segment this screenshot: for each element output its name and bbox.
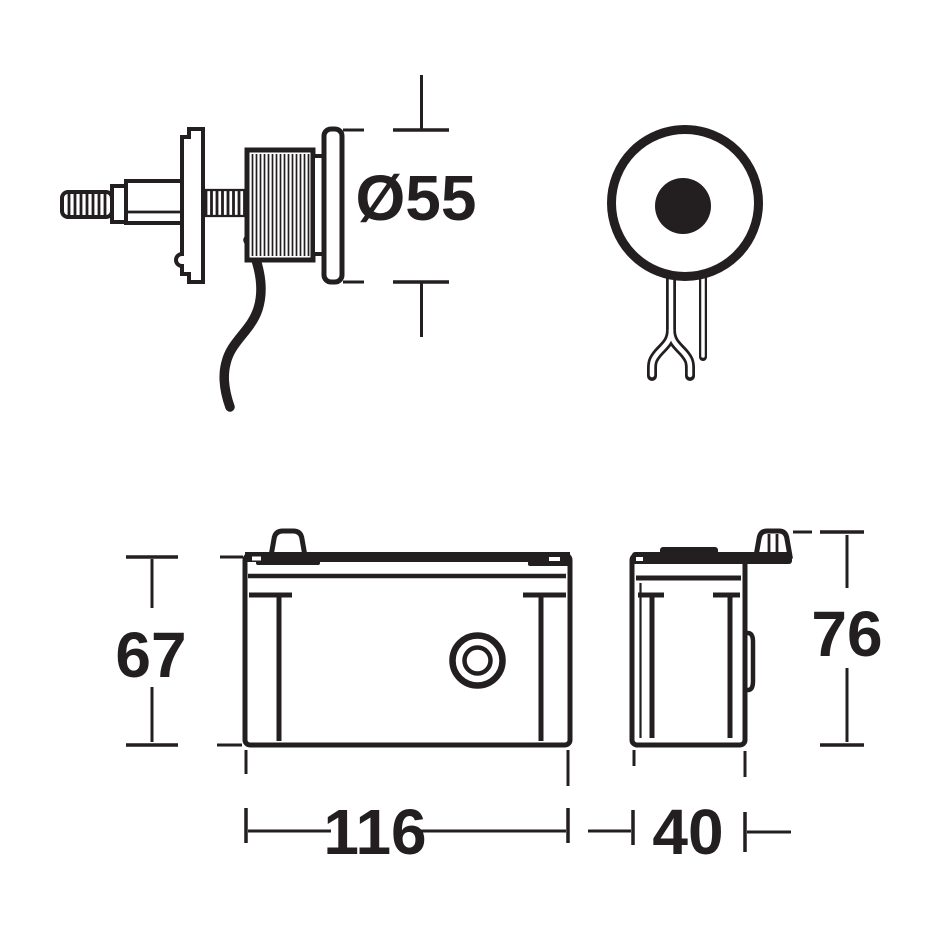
tab-foot [256, 552, 320, 565]
lid-band [245, 552, 570, 562]
front-view-control-box [242, 528, 573, 748]
dimension-line-stubs [588, 829, 791, 834]
dimension-ticks [244, 808, 570, 843]
bezel-flange [321, 126, 345, 285]
dimension-label-width: 116 [323, 796, 426, 868]
button-center-dot [655, 178, 711, 234]
lid-raised-center [660, 547, 718, 555]
mounting-tab [268, 528, 308, 559]
shaft-threads [204, 190, 246, 216]
dimension-box-depth: 40 [588, 750, 791, 868]
dimension-ticks [820, 530, 864, 747]
lid-slot [636, 557, 643, 561]
knurling [251, 154, 310, 256]
front-view-push-button [607, 125, 763, 381]
dimension-box-height: 67 [115, 555, 243, 747]
port-inner-circle [462, 645, 493, 676]
mounting-tab-side [753, 528, 793, 559]
dimension-bezel-diameter: Ø55 [343, 75, 476, 337]
dimension-overall-height: 76 [793, 530, 883, 747]
dimension-ticks [126, 555, 178, 747]
box-outline [242, 552, 573, 748]
hex-collar [110, 184, 128, 224]
side-view-push-button [60, 126, 345, 412]
dimension-label-diameter: Ø55 [356, 162, 477, 234]
dimension-label-overall-height: 76 [811, 598, 882, 670]
threaded-rod-threads [67, 194, 107, 215]
extension-lines [632, 750, 747, 777]
dimension-label-depth: 40 [652, 796, 723, 868]
dimension-box-width: 116 [244, 750, 570, 868]
lid-slot-right [549, 557, 560, 561]
inner-ribs-side [649, 597, 733, 738]
side-view-control-box [629, 528, 793, 748]
dimension-label-height: 67 [115, 619, 186, 691]
cable [219, 235, 266, 412]
inner-ribs [276, 597, 544, 741]
extension-lines [343, 128, 364, 284]
hex-body [124, 179, 185, 225]
extension-lines [244, 750, 570, 786]
mounting-tab-ribs [767, 534, 779, 553]
lid-slot-left [252, 556, 261, 561]
side-clip-bump [744, 630, 756, 693]
fork-tube-bore [668, 327, 693, 378]
mounting-plate [174, 127, 205, 284]
dimension-ticks [631, 810, 747, 852]
extension-lines [217, 555, 243, 747]
